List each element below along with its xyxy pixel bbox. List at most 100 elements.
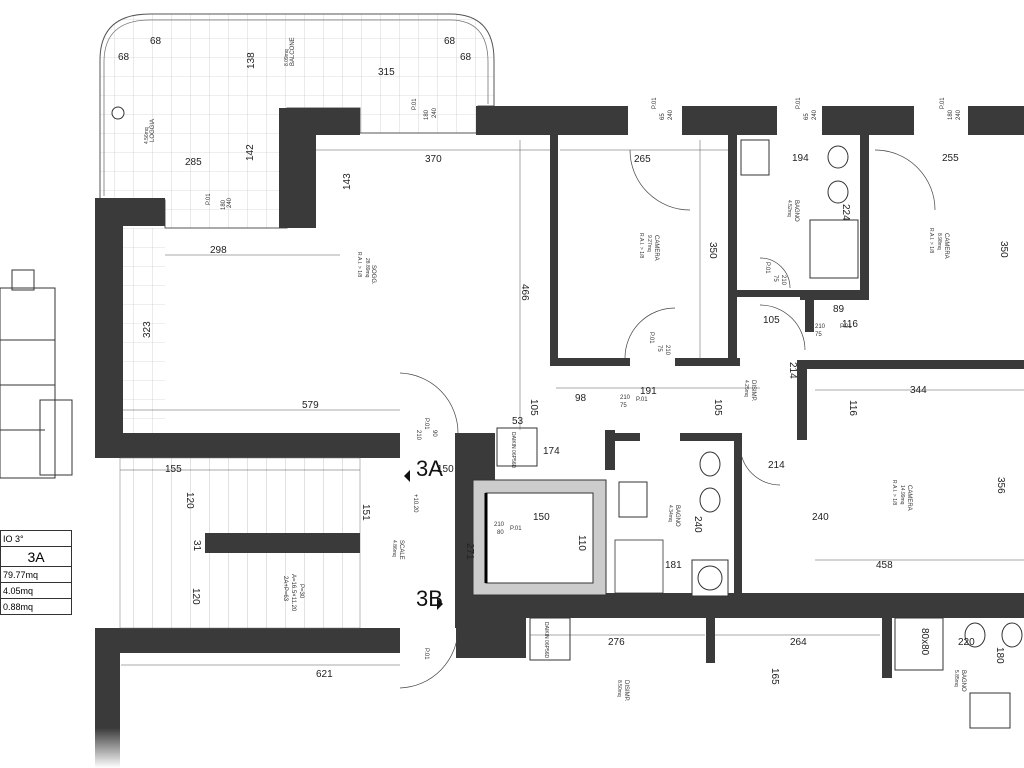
cam3-ratio: R.A.I. > 1/8	[891, 480, 897, 505]
toilet-icon-2	[827, 145, 849, 169]
scale-dim: 120	[184, 492, 195, 509]
cam2-area: 8.98mq	[936, 233, 942, 250]
door-tag: 75	[772, 275, 778, 282]
lower-dim: 264	[790, 637, 807, 648]
door-tag: P.01	[764, 262, 770, 274]
toilet-icon	[699, 451, 721, 477]
cam1-dim: 265	[634, 154, 651, 165]
disimp-dim: 105	[712, 399, 723, 416]
key-plan	[0, 269, 73, 479]
bidet-icon-2	[827, 180, 849, 204]
disimp-dim: 89	[833, 304, 845, 315]
scale-alzata: A=16.5×11.20	[290, 574, 296, 612]
balcony-label: BALCONE	[290, 37, 296, 66]
shower-tray-3	[894, 617, 944, 671]
door-tag: 75	[815, 332, 822, 338]
entry-tag: P.01	[423, 418, 429, 430]
disimp-dim: 214	[787, 362, 798, 379]
door-tag: 210	[780, 275, 786, 286]
sogg-dim: 370	[425, 154, 442, 165]
window-tag: P.01	[652, 97, 658, 109]
window-tag: P.01	[206, 193, 212, 205]
window-tag: 240	[956, 109, 962, 120]
area-table: IO 3° 3A 79.77mq 4.05mq 0.88mq	[0, 530, 72, 615]
scale-dim: 271	[464, 543, 475, 560]
disimp-dim: 98	[575, 393, 587, 404]
scale-dim: 120	[190, 588, 201, 605]
disimp-dim: 53	[512, 416, 524, 427]
bagno1-label: BAGNO	[793, 200, 799, 222]
window-tag: P.01	[940, 97, 946, 109]
sogg-dim: 579	[302, 400, 319, 411]
cam2-label: CAMERA	[943, 233, 949, 259]
disimp-dim: 105	[528, 399, 539, 416]
cam2-dim: 350	[998, 241, 1009, 258]
unit-arrow-icon-2	[437, 598, 443, 610]
lower-dim: 220	[958, 637, 975, 648]
window-tag: P.01	[412, 98, 418, 110]
shower-size: 80x80	[919, 628, 930, 656]
door-tag: 75	[656, 345, 662, 352]
cam3-dim: 214	[768, 460, 785, 471]
door-tag: 210	[620, 395, 631, 401]
balcony-dim: 315	[378, 67, 395, 78]
table-unit: 3A	[0, 546, 72, 567]
lower-disimp-area: 8.50mq	[616, 680, 622, 697]
drain-icon	[111, 106, 125, 120]
door-tag: 210	[664, 345, 670, 356]
cam2-dim: 255	[942, 153, 959, 164]
balcony-dim: 68	[460, 52, 472, 63]
sogg-dim: 298	[210, 245, 227, 256]
cam3-dim: 344	[910, 385, 927, 396]
sogg-area: 28.89mq	[364, 258, 370, 278]
window-tag: 65	[804, 113, 810, 120]
entry-tiles	[123, 228, 165, 433]
sogg-dim: 143	[342, 173, 353, 190]
sogg-ratio: R.A.I. > 1/8	[356, 252, 362, 277]
scale-dim: 155	[165, 464, 182, 475]
sogg-dim: 466	[519, 284, 530, 301]
cam3-dim: 240	[812, 512, 829, 523]
daikin-label: DAIKIN 06P56D	[510, 432, 516, 469]
disimp-dim: 174	[543, 446, 560, 457]
window-tag: 240	[812, 109, 818, 120]
bagno1-dim: 194	[792, 153, 809, 164]
sink-icon-2	[740, 139, 770, 176]
lower-dim: 276	[608, 637, 625, 648]
cam3-label: CAMERA	[906, 485, 912, 511]
boiler-icon	[691, 559, 729, 597]
scale-dim: 150	[437, 464, 454, 475]
window-tag: 240	[668, 109, 674, 120]
cam2-ratio: R.A.I. > 1/8	[928, 228, 934, 253]
entry-tag-3b: P.01	[423, 648, 429, 660]
balcony-dim: 68	[444, 36, 456, 47]
sogg-label: SOGG.	[370, 265, 376, 285]
lower-bagno-area: 5.85mq	[953, 670, 959, 687]
shower-tray-2	[809, 219, 859, 279]
bagno2-dim: 181	[665, 560, 682, 571]
lower-bagno-label: BAGNO	[960, 670, 966, 692]
door-tag: 75	[620, 403, 627, 409]
scale-dim: 151	[360, 504, 371, 521]
cam1-area: 9.27mq	[646, 235, 652, 252]
lift-dim: 110	[576, 535, 587, 551]
lower-dim: 180	[994, 647, 1005, 664]
loggia-area: 4.56mq	[144, 127, 150, 144]
daikin-label-2: DAIKIN 06P56D	[543, 622, 549, 659]
scale-dim: 621	[316, 669, 333, 680]
scale-label: SCALE	[398, 540, 404, 560]
lift-tag: 80	[497, 530, 504, 536]
window-tag: 180	[221, 199, 227, 210]
disimp-dim: 116	[842, 319, 858, 330]
cam3-dim: 458	[876, 560, 893, 571]
window-tag: 180	[948, 109, 954, 120]
door-tag: P.01	[840, 324, 852, 330]
window-tag: 180	[424, 109, 430, 120]
bagno2-dim: 240	[692, 516, 703, 533]
door-tag: 210	[815, 324, 826, 330]
disimp-dim: 191	[640, 386, 657, 397]
balcony-area: 8.09mq	[284, 49, 290, 66]
loggia-label: LOGGIA	[150, 119, 156, 142]
cam3-area: 14.99mq	[899, 485, 905, 505]
